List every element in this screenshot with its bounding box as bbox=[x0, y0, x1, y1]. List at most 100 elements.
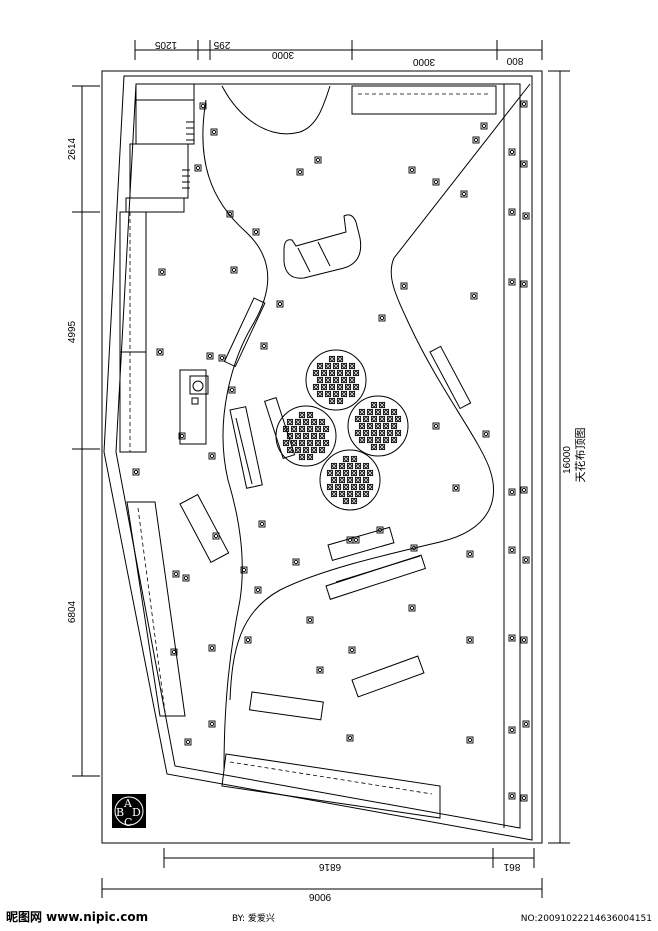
light-fixture-icon bbox=[520, 486, 528, 494]
light-fixture-icon bbox=[306, 411, 314, 419]
light-fixture-icon bbox=[354, 490, 362, 498]
light-fixture-icon bbox=[378, 401, 386, 409]
light-fixture-icon bbox=[306, 453, 314, 461]
dim-top-1205: 1205 bbox=[154, 39, 177, 50]
light-fixture-icon bbox=[352, 369, 360, 377]
light-fixture-icon bbox=[480, 122, 488, 130]
light-fixture-icon bbox=[334, 469, 342, 477]
light-fixture-icon bbox=[520, 160, 528, 168]
light-fixture-icon bbox=[508, 792, 516, 800]
light-fixture-icon bbox=[378, 443, 386, 451]
light-fixture-icon bbox=[328, 383, 336, 391]
watermark-number: NO:20091022214636004151 bbox=[521, 914, 652, 924]
light-fixture-icon bbox=[466, 550, 474, 558]
light-fixture-icon bbox=[330, 462, 338, 470]
light-fixture-icon bbox=[244, 636, 252, 644]
light-fixture-icon bbox=[334, 483, 342, 491]
light-fixture-icon bbox=[316, 362, 324, 370]
light-fixture-icon bbox=[472, 136, 480, 144]
light-fixture-icon bbox=[208, 720, 216, 728]
light-fixture-icon bbox=[320, 383, 328, 391]
light-fixture-icon bbox=[340, 376, 348, 384]
circle-features bbox=[275, 349, 409, 511]
dim-top-800: 800 bbox=[506, 55, 523, 66]
light-fixture-icon bbox=[318, 432, 326, 440]
light-fixture-icon bbox=[508, 148, 516, 156]
light-fixture-icon bbox=[184, 738, 192, 746]
light-fixture-icon bbox=[466, 736, 474, 744]
ceiling-fixtures bbox=[132, 100, 530, 802]
light-fixture-icon bbox=[346, 476, 354, 484]
light-fixture-icon bbox=[322, 425, 330, 433]
light-fixture-icon bbox=[366, 422, 374, 430]
light-fixture-icon bbox=[366, 483, 374, 491]
light-fixture-icon bbox=[210, 128, 218, 136]
light-fixture-icon bbox=[194, 164, 202, 172]
light-fixture-icon bbox=[382, 436, 390, 444]
light-fixture-icon bbox=[354, 415, 362, 423]
watermark: 昵图网 www.nipic.com BY: 爱爱兴 NO:20091022214… bbox=[6, 910, 652, 924]
light-fixture-icon bbox=[520, 100, 528, 108]
light-fixture-icon bbox=[286, 446, 294, 454]
light-fixture-icon bbox=[362, 476, 370, 484]
light-fixture-icon bbox=[508, 546, 516, 554]
light-fixture-icon bbox=[218, 354, 226, 362]
light-fixture-icon bbox=[452, 484, 460, 492]
light-fixture-icon bbox=[208, 452, 216, 460]
circle-fixtures bbox=[282, 355, 402, 505]
light-fixture-icon bbox=[340, 390, 348, 398]
light-fixture-icon bbox=[354, 462, 362, 470]
light-fixture-icon bbox=[390, 422, 398, 430]
logo-letter-c: C bbox=[124, 816, 132, 829]
light-fixture-icon bbox=[260, 342, 268, 350]
light-fixture-icon bbox=[520, 636, 528, 644]
light-fixture-icon bbox=[482, 430, 490, 438]
light-fixture-icon bbox=[390, 408, 398, 416]
light-fixture-icon bbox=[358, 422, 366, 430]
light-fixture-icon bbox=[170, 648, 178, 656]
logo-letter-d: D bbox=[132, 806, 141, 819]
light-fixture-icon bbox=[386, 429, 394, 437]
light-fixture-icon bbox=[338, 476, 346, 484]
bottom-dimensions: 6816 861 9006 bbox=[101, 848, 543, 902]
light-fixture-icon bbox=[400, 282, 408, 290]
light-fixture-icon bbox=[132, 468, 140, 476]
light-fixture-icon bbox=[370, 429, 378, 437]
light-fixture-icon bbox=[338, 490, 346, 498]
light-fixture-icon bbox=[310, 432, 318, 440]
logo-letter-b: B bbox=[116, 806, 124, 819]
light-fixture-icon bbox=[324, 376, 332, 384]
light-fixture-icon bbox=[314, 425, 322, 433]
light-fixture-icon bbox=[182, 574, 190, 582]
light-fixture-icon bbox=[312, 369, 320, 377]
light-fixture-icon bbox=[328, 397, 336, 405]
light-fixture-icon bbox=[228, 386, 236, 394]
light-fixture-icon bbox=[332, 376, 340, 384]
light-fixture-icon bbox=[290, 439, 298, 447]
light-fixture-icon bbox=[508, 208, 516, 216]
light-fixture-icon bbox=[378, 314, 386, 322]
light-fixture-icon bbox=[302, 432, 310, 440]
light-fixture-icon bbox=[522, 556, 530, 564]
dim-top-3000-a: 3000 bbox=[271, 49, 294, 60]
light-fixture-icon bbox=[158, 268, 166, 276]
sofa bbox=[283, 214, 362, 279]
light-fixture-icon bbox=[294, 446, 302, 454]
light-fixture-icon bbox=[520, 280, 528, 288]
light-fixture-icon bbox=[508, 726, 516, 734]
light-fixture-icon bbox=[408, 604, 416, 612]
sheet-border bbox=[101, 70, 543, 844]
watermark-author: BY: 爱爱兴 bbox=[232, 913, 275, 924]
light-fixture-icon bbox=[378, 415, 386, 423]
light-fixture-icon bbox=[520, 794, 528, 802]
light-fixture-icon bbox=[346, 734, 354, 742]
light-fixture-icon bbox=[318, 418, 326, 426]
light-fixture-icon bbox=[282, 439, 290, 447]
light-fixture-icon bbox=[330, 490, 338, 498]
light-fixture-icon bbox=[338, 462, 346, 470]
light-fixture-icon bbox=[282, 425, 290, 433]
light-fixture-icon bbox=[362, 429, 370, 437]
light-fixture-icon bbox=[370, 443, 378, 451]
light-fixture-icon bbox=[348, 390, 356, 398]
